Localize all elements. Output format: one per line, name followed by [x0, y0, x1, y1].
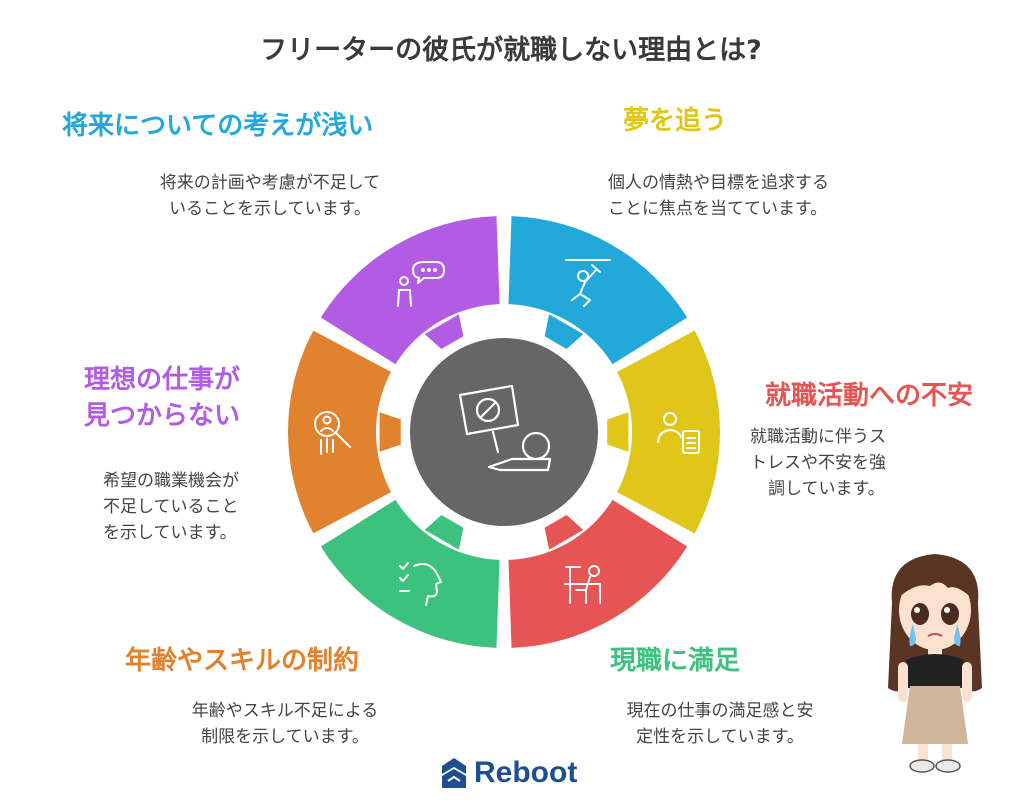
desc-line: 定性を示しています。 [636, 727, 804, 747]
center-circle [410, 338, 598, 526]
desc-line: ことに焦点を当てています。 [608, 199, 828, 219]
heading-shallow-future: 将来についての考えが浅い [62, 111, 374, 141]
desc-line: トレスや不安を強 [750, 453, 886, 473]
heading-line: 理想の仕事が [83, 365, 240, 395]
segment-tab-shallow-future [544, 314, 584, 349]
desc-line: を示しています。 [103, 523, 237, 543]
desc-line: 個人の情熱や目標を追求する [608, 173, 829, 193]
desc-constraints: 年齢やスキル不足による 制限を示しています。 [170, 698, 400, 750]
segment-tab-job-anxiety [544, 515, 584, 550]
desc-satisfied: 現在の仕事の満足感と安 定性を示しています。 [605, 698, 835, 750]
desc-line: 就職活動に伴うス [750, 427, 886, 447]
segment-satisfied [320, 499, 500, 648]
desc-line: 年齢やスキル不足による [191, 701, 379, 721]
desc-line: いることを示しています。 [169, 199, 371, 219]
desc-shallow-future: 将来の計画や考慮が不足して いることを示しています。 [130, 170, 410, 222]
heading-satisfied: 現職に満足 [610, 646, 741, 676]
segment-shallow-future [508, 216, 688, 365]
brand-name: Reboot [474, 756, 578, 789]
heading-constraints: 年齢やスキルの制約 [125, 646, 360, 676]
segment-chase-dream [617, 330, 720, 534]
desc-line: 将来の計画や考慮が不足して [159, 173, 381, 193]
reboot-logo-icon [442, 758, 466, 788]
desc-job-anxiety: 就職活動に伴うス トレスや不安を強 調しています。 [750, 424, 950, 502]
page-title: フリーターの彼氏が就職しない理由とは? [260, 35, 762, 66]
desc-line: 希望の職業機会が [103, 471, 239, 491]
segment-constraints [288, 330, 391, 534]
person-desk-icon [564, 565, 601, 604]
segment-tab-satisfied [424, 515, 464, 550]
desc-line: 不足していること [103, 497, 239, 517]
no-sign-person-icon [458, 384, 552, 472]
crying-girl-illustration [888, 554, 982, 773]
person-reaching-icon [565, 259, 611, 307]
desc-no-ideal-job: 希望の職業機会が 不足していること を示しています。 [103, 468, 303, 546]
heading-chase-dream: 夢を追う [623, 106, 728, 136]
person-resume-icon [657, 412, 700, 454]
desc-line: 調しています。 [768, 479, 885, 499]
segment-tab-constraints [379, 412, 401, 452]
segment-tab-chase-dream [607, 412, 629, 452]
desc-line: 現在の仕事の満足感と安 [626, 701, 814, 721]
heading-no-ideal-job: 理想の仕事が 見つからない [62, 362, 262, 434]
person-thinking-icon [397, 261, 445, 307]
desc-chase-dream: 個人の情熱や目標を追求する ことに焦点を当てています。 [608, 170, 908, 222]
head-checklist-icon [399, 562, 442, 606]
heading-line: 見つからない [83, 401, 240, 431]
person-search-icon [314, 411, 351, 455]
heading-job-anxiety: 就職活動への不安 [765, 381, 974, 411]
segment-tab-no-ideal-job [424, 314, 464, 349]
brand-logo: Reboot [440, 756, 577, 790]
desc-line: 制限を示しています。 [201, 727, 369, 747]
